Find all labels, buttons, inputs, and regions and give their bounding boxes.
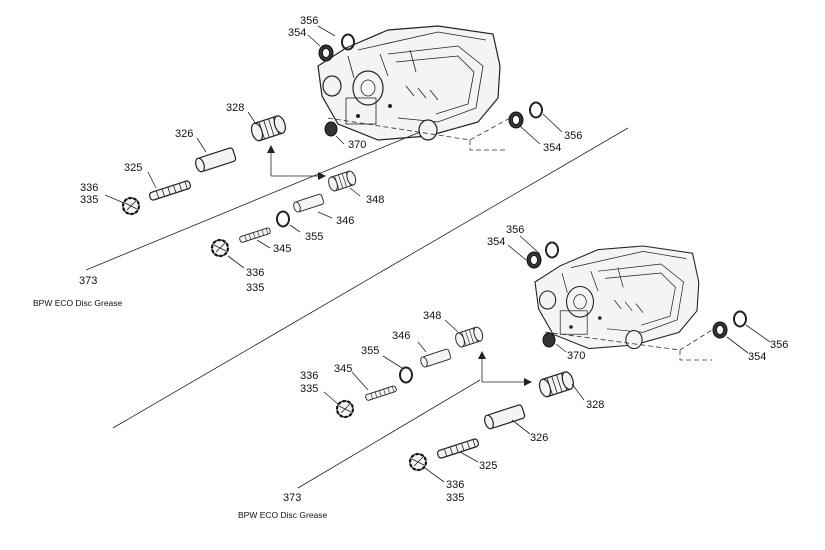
label-grease-top: BPW ECO Disc Grease (33, 298, 123, 308)
bottom-ring-356 (545, 241, 559, 259)
label-336b-top: 336 (246, 267, 264, 279)
top-oring-355 (276, 210, 290, 228)
top-bolt-345 (238, 226, 272, 244)
label-325-bottom: 325 (479, 460, 497, 472)
bottom-seal-354 (526, 251, 542, 269)
label-354-bottom: 354 (487, 236, 505, 248)
top-ring-356-right (529, 101, 543, 119)
label-373-bottom: 373 (283, 492, 301, 504)
top-grease-line (85, 131, 421, 271)
top-assembly: 356 354 328 326 325 336 335 370 348 346 … (33, 15, 582, 308)
label-356-top: 356 (300, 15, 318, 27)
top-cap-336 (121, 196, 141, 216)
bottom-bush-328 (536, 369, 576, 399)
label-373-top: 373 (79, 275, 97, 287)
label-336-top: 336 (80, 182, 98, 194)
label-grease-bottom: BPW ECO Disc Grease (238, 510, 328, 520)
label-355-top: 355 (305, 231, 323, 243)
label-335b-top: 335 (246, 282, 264, 294)
label-326-bottom: 326 (530, 432, 548, 444)
label-354-bottom-right: 354 (748, 351, 766, 363)
label-335b-bottom: 335 (446, 492, 464, 504)
bottom-caliper-housing (534, 245, 700, 350)
label-328-top: 328 (226, 102, 244, 114)
bottom-sleeve-346 (419, 348, 452, 369)
section-divider (112, 127, 629, 429)
bottom-bolt-345 (364, 384, 398, 402)
label-356-bottom-right: 356 (770, 339, 788, 351)
label-326-top: 326 (175, 128, 193, 140)
bottom-seal-354-right (712, 321, 728, 339)
label-346-bottom: 346 (392, 330, 410, 342)
label-345-bottom: 345 (334, 363, 352, 375)
top-seal-354 (318, 44, 334, 62)
top-cap-336b (210, 238, 230, 258)
top-bolt-325 (148, 179, 192, 202)
top-direction-arrow (270, 150, 320, 177)
label-336b-bottom: 336 (446, 479, 464, 491)
label-335-top: 335 (80, 194, 98, 206)
label-348-top: 348 (366, 194, 384, 206)
top-bush-328 (248, 113, 288, 143)
label-356-top-right: 356 (564, 130, 582, 142)
label-370-bottom: 370 (567, 350, 585, 362)
label-325-top: 325 (124, 162, 142, 174)
bottom-assembly: 356 354 348 346 355 345 336 335 370 356 … (238, 224, 788, 520)
label-354-top: 354 (288, 27, 306, 39)
label-356-bottom: 356 (506, 224, 524, 236)
top-seal-354-right (508, 111, 524, 129)
label-346-top: 346 (336, 215, 354, 227)
label-336-bottom: 336 (300, 370, 318, 382)
label-345-top: 345 (273, 243, 291, 255)
bottom-plug-370 (542, 332, 556, 348)
label-370-top: 370 (348, 139, 366, 151)
bottom-ring-356-right (733, 310, 747, 328)
label-355-bottom: 355 (361, 345, 379, 357)
top-bush-348 (326, 169, 358, 193)
bottom-bush-348 (453, 325, 485, 349)
top-plug-370 (324, 121, 338, 137)
bottom-oring-355 (399, 366, 413, 384)
label-328-bottom: 328 (586, 399, 604, 411)
top-sleeve-346 (292, 193, 325, 214)
bottom-direction-arrow (481, 356, 526, 383)
top-caliper-housing (317, 25, 501, 141)
label-335-bottom: 335 (300, 383, 318, 395)
label-348-bottom: 348 (423, 310, 441, 322)
bottom-bolt-325 (436, 437, 480, 460)
bottom-cap-336b (408, 452, 428, 472)
bottom-cap-336 (335, 399, 355, 419)
label-354-top-right: 354 (543, 142, 561, 154)
bottom-sleeve-326 (482, 403, 527, 431)
bottom-grease-line (297, 379, 481, 489)
top-sleeve-326 (193, 146, 238, 174)
